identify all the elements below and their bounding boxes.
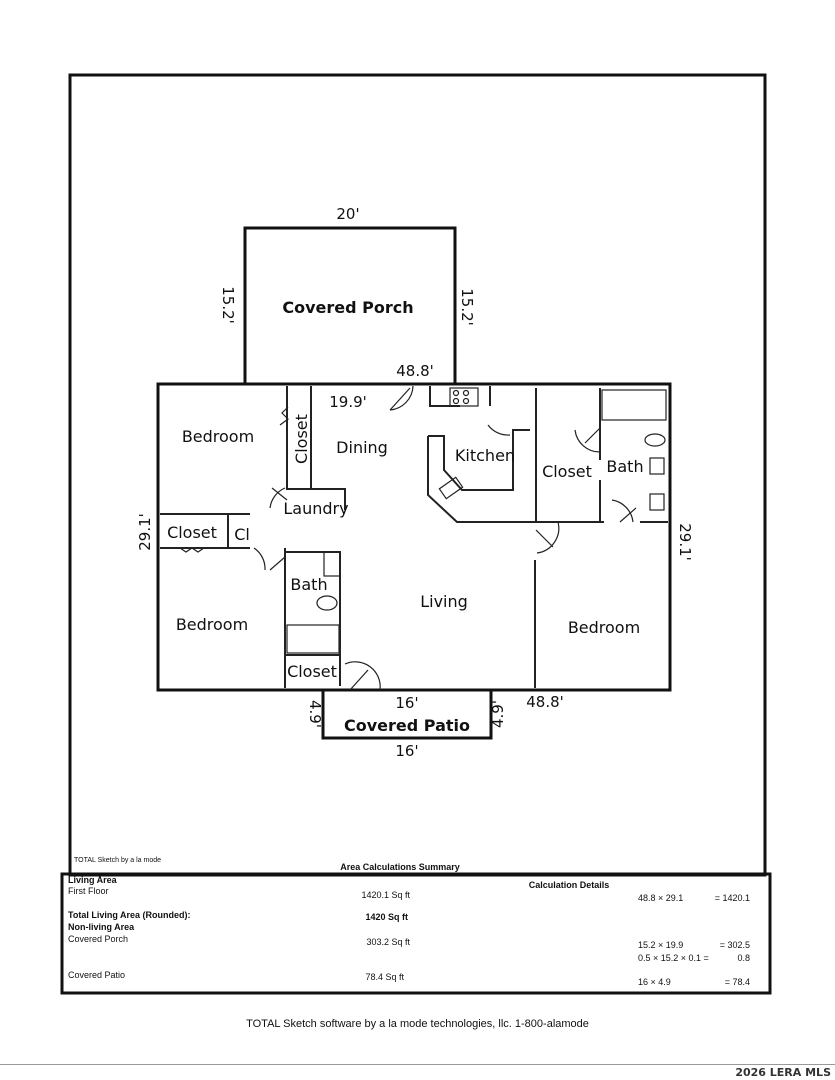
sink-icon bbox=[649, 457, 665, 475]
sink-icon bbox=[649, 493, 665, 511]
dimension-label: 4.9' bbox=[306, 700, 324, 728]
room-label-covered-patio: Covered Patio bbox=[344, 716, 470, 735]
bathtub-icon bbox=[286, 624, 340, 654]
room-label-closet: Closet bbox=[287, 662, 337, 681]
patio-result: = 78.4 bbox=[725, 977, 750, 987]
patio-label: Covered Patio bbox=[68, 970, 125, 980]
room-label-closet: Closet bbox=[167, 523, 217, 542]
room-label-closet: Closet bbox=[292, 414, 311, 464]
dimension-label: 15.2' bbox=[458, 288, 476, 326]
fixtures bbox=[179, 387, 667, 654]
house-outline bbox=[156, 382, 672, 692]
footer-credit: TOTAL Sketch software by a la mode techn… bbox=[246, 1018, 589, 1030]
toilet-icon bbox=[644, 433, 666, 447]
covered-patio-outline bbox=[321, 688, 493, 740]
dimension-label: 15.2' bbox=[219, 286, 237, 324]
room-label-dining: Dining bbox=[336, 438, 388, 457]
room-label-bath: Bath bbox=[290, 575, 327, 594]
room-label-cl: Cl bbox=[234, 525, 250, 544]
room-label-living: Living bbox=[420, 592, 468, 611]
dimension-label: 29.1' bbox=[676, 523, 694, 561]
porch-calc-2: 0.5 × 15.2 × 0.1 = bbox=[638, 953, 709, 963]
dimension-label: 4.9' bbox=[489, 700, 507, 728]
dimension-label: 48.8' bbox=[526, 693, 564, 711]
dimension-label: 19.9' bbox=[329, 393, 367, 411]
door-swings bbox=[253, 385, 637, 691]
dimension-label: 29.1' bbox=[136, 513, 154, 551]
software-note: TOTAL Sketch by a la mode bbox=[74, 857, 161, 864]
first-floor-result: = 1420.1 bbox=[715, 893, 750, 903]
room-label-covered-porch: Covered Porch bbox=[282, 298, 413, 317]
room-label-bedroom: Bedroom bbox=[176, 615, 248, 634]
sink-icon bbox=[438, 476, 464, 500]
room-label-closet: Closet bbox=[542, 462, 592, 481]
room-label-bedroom: Bedroom bbox=[182, 427, 254, 446]
first-floor-value: 1420.1 Sq ft bbox=[361, 890, 410, 900]
calc-details-heading: Calculation Details bbox=[529, 880, 610, 890]
patio-calc: 16 × 4.9 bbox=[638, 977, 671, 987]
patio-value: 78.4 Sq ft bbox=[365, 972, 404, 982]
porch-label: Covered Porch bbox=[68, 934, 128, 944]
room-label-bath: Bath bbox=[606, 457, 643, 476]
total-living-value: 1420 Sq ft bbox=[365, 912, 408, 922]
stove-icon bbox=[449, 387, 479, 407]
summary-box bbox=[60, 872, 772, 995]
porch-value: 303.2 Sq ft bbox=[366, 937, 410, 947]
room-label-kitchen: Kitchen bbox=[455, 446, 515, 465]
living-area-heading: Living Area bbox=[68, 875, 118, 885]
dimension-label: 48.8' bbox=[396, 362, 434, 380]
porch-result-2: 0.8 bbox=[737, 953, 750, 963]
dimension-label: 16' bbox=[395, 694, 418, 712]
room-label-laundry: Laundry bbox=[283, 499, 348, 518]
mls-watermark: 2026 LERA MLS bbox=[735, 1066, 831, 1079]
total-living-label: Total Living Area (Rounded): bbox=[68, 910, 191, 920]
bathtub-icon bbox=[601, 389, 667, 421]
porch-result-1: = 302.5 bbox=[720, 940, 750, 950]
dimension-label: 16' bbox=[395, 742, 418, 760]
divider bbox=[0, 1064, 835, 1065]
summary-title: Area Calculations Summary bbox=[340, 862, 460, 872]
porch-calc-1: 15.2 × 19.9 bbox=[638, 940, 683, 950]
dimension-label: 20' bbox=[336, 205, 359, 223]
first-floor-label: First Floor bbox=[68, 886, 109, 896]
room-label-bedroom: Bedroom bbox=[568, 618, 640, 637]
first-floor-calc: 48.8 × 29.1 bbox=[638, 893, 683, 903]
sink-icon bbox=[323, 551, 341, 577]
non-living-heading: Non-living Area bbox=[68, 922, 135, 932]
toilet-icon bbox=[316, 595, 338, 611]
